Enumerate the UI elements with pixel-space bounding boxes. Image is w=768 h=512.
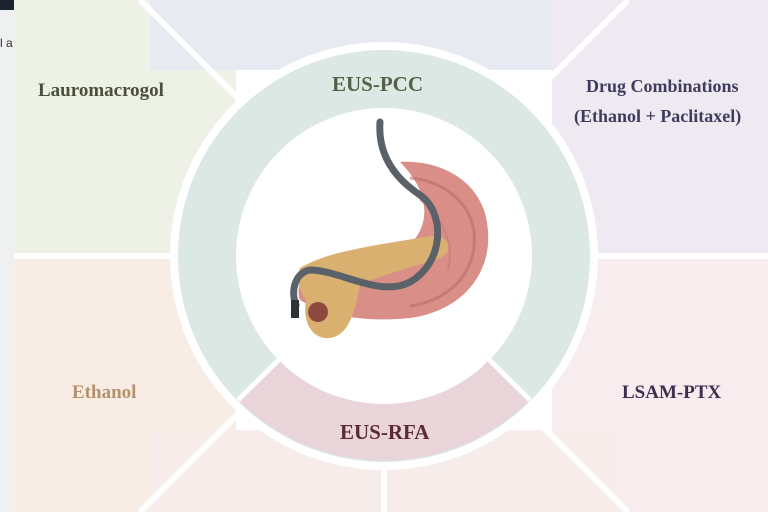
label-drug-combinations: Drug Combinations xyxy=(586,76,739,96)
label-eus-pcc: EUS-PCC xyxy=(332,72,424,96)
left-sidebar-strip xyxy=(0,0,14,512)
stomach-illustration xyxy=(290,118,489,339)
label-lauromacrogol: Lauromacrogol xyxy=(38,80,164,101)
label-ethanol: Ethanol xyxy=(72,382,137,403)
label-lsam-ptx: LSAM-PTX xyxy=(622,382,722,403)
label-eus-rfa: EUS-RFA xyxy=(340,420,430,444)
panel-separators xyxy=(14,0,768,512)
tumor-icon xyxy=(308,302,328,322)
label-ethanol-paclitaxel: (Ethanol + Paclitaxel) xyxy=(574,106,742,126)
endoscope-tip-icon xyxy=(291,300,299,318)
endoscope-icon xyxy=(290,118,442,309)
sidebar-cut-text: l a xyxy=(0,36,13,50)
left-sidebar-top xyxy=(0,0,14,10)
pancreas-icon xyxy=(298,235,449,339)
